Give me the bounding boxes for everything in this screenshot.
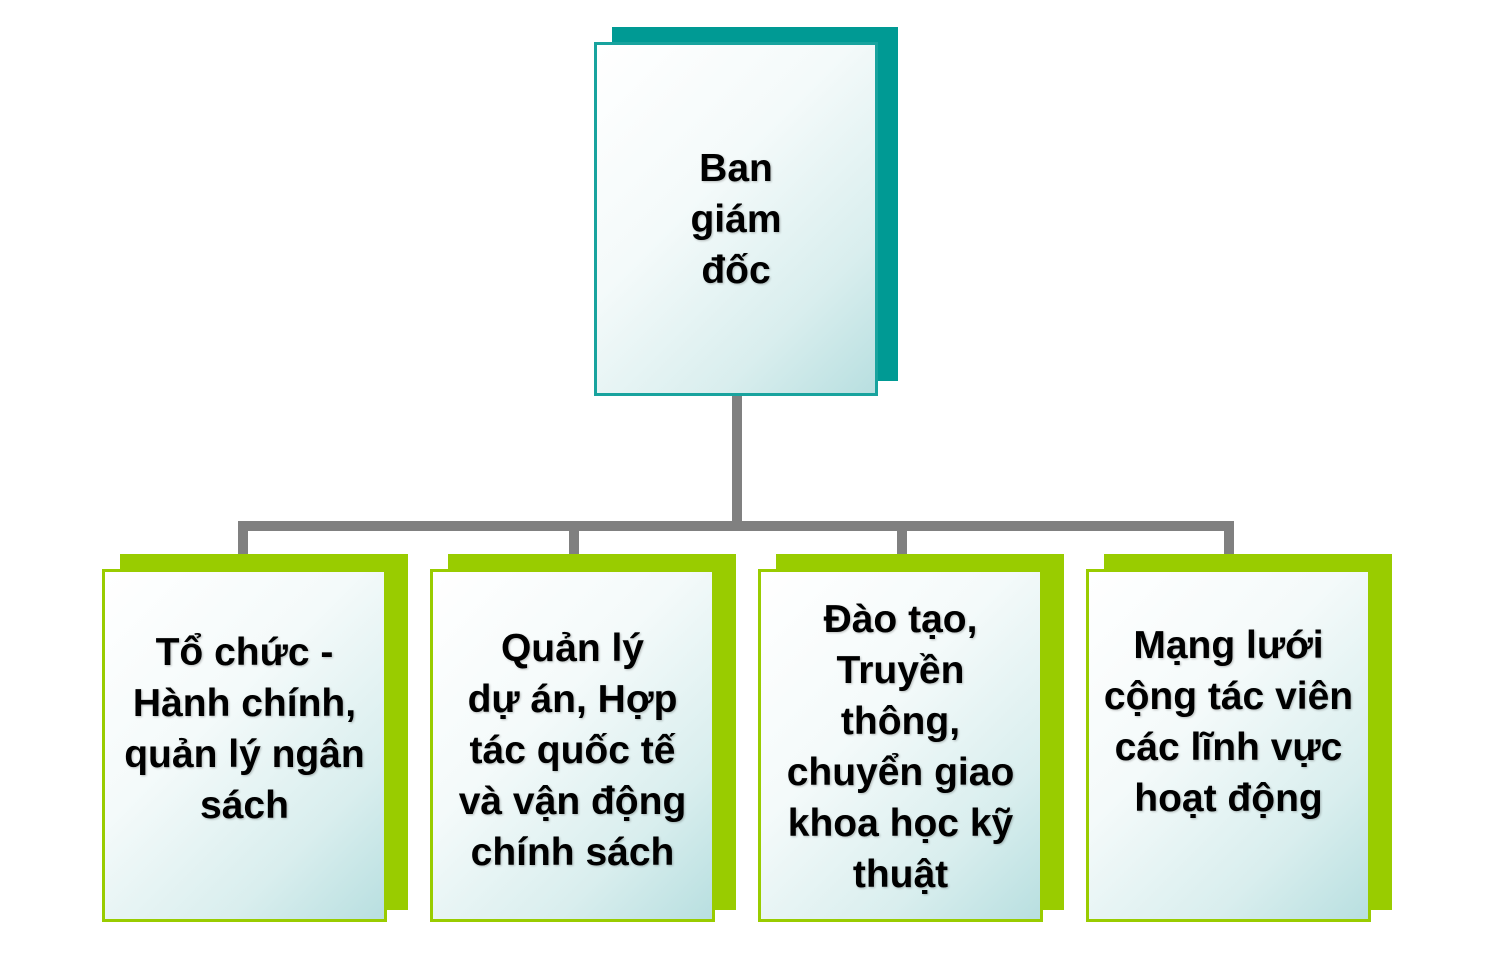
child-node-label: Đào tạo, Truyền thông, chuyển giao khoa … <box>786 598 1015 896</box>
child-node-administration: Tổ chức - Hành chính, quản lý ngân sách <box>102 569 387 922</box>
child-node-label: Tổ chức - Hành chính, quản lý ngân sách <box>124 630 365 827</box>
child-node-label: Mạng lưới cộng tác viên các lĩnh vực hoạ… <box>1103 624 1354 820</box>
child-node-collaborator-network: Mạng lưới cộng tác viên các lĩnh vực hoạ… <box>1086 569 1371 922</box>
child-node-label: Quản lý dự án, Hợp tác quốc tế và vận độ… <box>458 626 687 874</box>
child-node-project-management: Quản lý dự án, Hợp tác quốc tế và vận độ… <box>430 569 715 922</box>
root-node-label: Ban giám đốc <box>690 146 782 292</box>
root-node: Ban giám đốc <box>594 42 878 396</box>
child-node-training: Đào tạo, Truyền thông, chuyển giao khoa … <box>758 569 1043 922</box>
